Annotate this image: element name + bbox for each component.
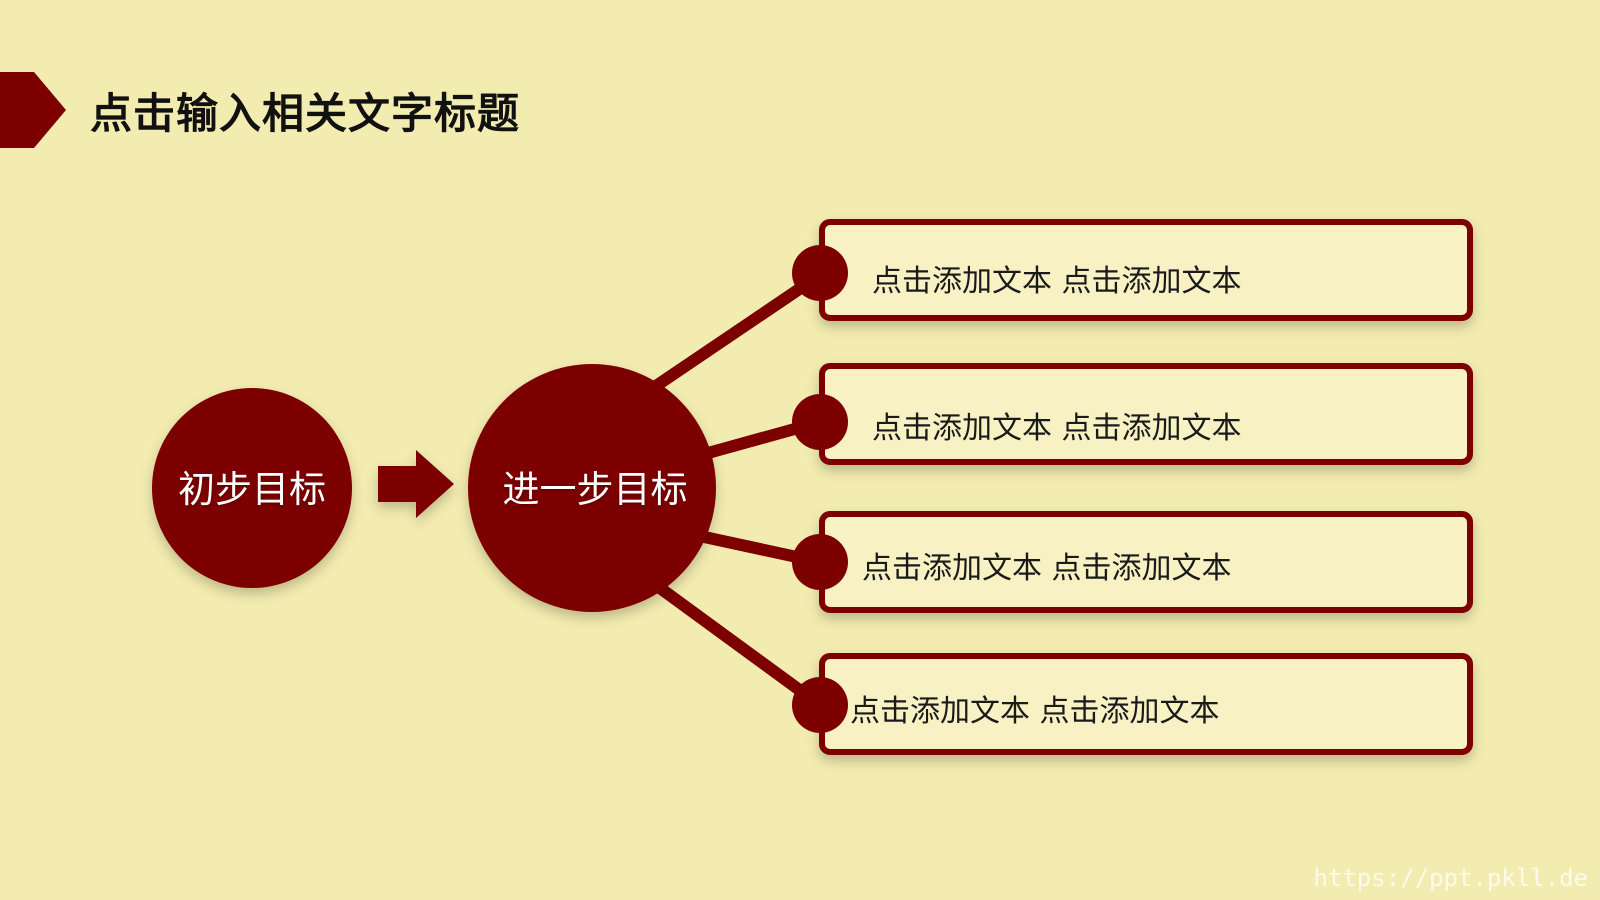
initial-goal-circle[interactable]: [152, 388, 352, 588]
further-goal-circle[interactable]: [468, 364, 716, 612]
initial-goal-label: 初步目标: [178, 468, 326, 511]
watermark: https://ppt.pkll.de: [1313, 864, 1588, 892]
text-box-2-label: 点击添加文本 点击添加文本: [872, 411, 1242, 446]
right-arrow-icon: [378, 450, 454, 518]
node-dot-4: [792, 677, 848, 733]
node-dot-2: [792, 394, 848, 450]
node-dot-1: [792, 245, 848, 301]
title-arrow-icon: [0, 72, 66, 148]
node-dot-3: [792, 534, 848, 590]
text-box-1-label: 点击添加文本 点击添加文本: [872, 264, 1242, 299]
further-goal-label: 进一步目标: [502, 468, 688, 511]
page-title: 点击输入相关文字标题: [90, 89, 521, 138]
connector-line-4: [654, 582, 826, 711]
connector-line-1: [644, 269, 826, 396]
text-box-4-label: 点击添加文本 点击添加文本: [850, 694, 1220, 729]
text-box-3-label: 点击添加文本 点击添加文本: [862, 551, 1232, 586]
